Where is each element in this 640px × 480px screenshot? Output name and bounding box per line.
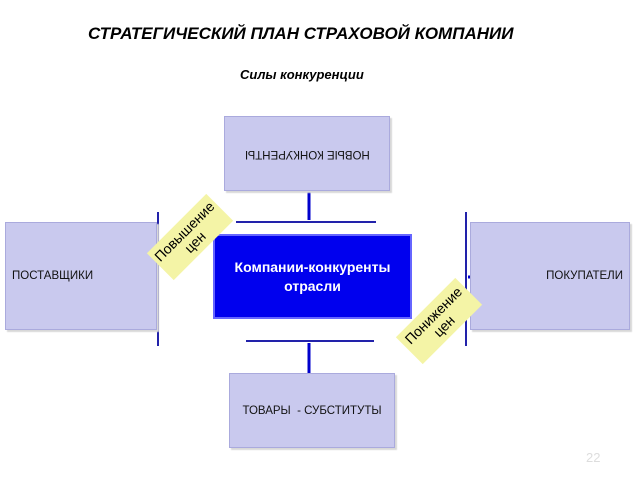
substitutes-box: ТОВАРЫ - СУБСТИТУТЫ (229, 373, 395, 448)
buyers-label: ПОКУПАТЕЛИ (546, 270, 623, 282)
center-label-line1: Компании-конкуренты (234, 258, 391, 275)
suppliers-label: ПОСТАВЩИКИ (12, 270, 94, 282)
buyers-box: ПОКУПАТЕЛИ (470, 222, 630, 330)
new-competitors-box: НОВЫЕ КОНКУРЕНТЫ (224, 116, 390, 191)
page-title: СТРАТЕГИЧЕСКИЙ ПЛАН СТРАХОВОЙ КОМПАНИИ (88, 24, 514, 43)
new-competitors-label: НОВЫЕ КОНКУРЕНТЫ (244, 147, 370, 160)
substitutes-label: ТОВАРЫ - СУБСТИТУТЫ (242, 404, 382, 417)
page-subtitle: Силы конкуренции (240, 67, 364, 82)
suppliers-box: ПОСТАВЩИКИ (5, 222, 157, 330)
page-number: 22 (586, 450, 601, 465)
center-label-line2: отрасли (284, 277, 341, 294)
industry-competitors-box: Компании-конкуренты отрасли (213, 234, 412, 319)
